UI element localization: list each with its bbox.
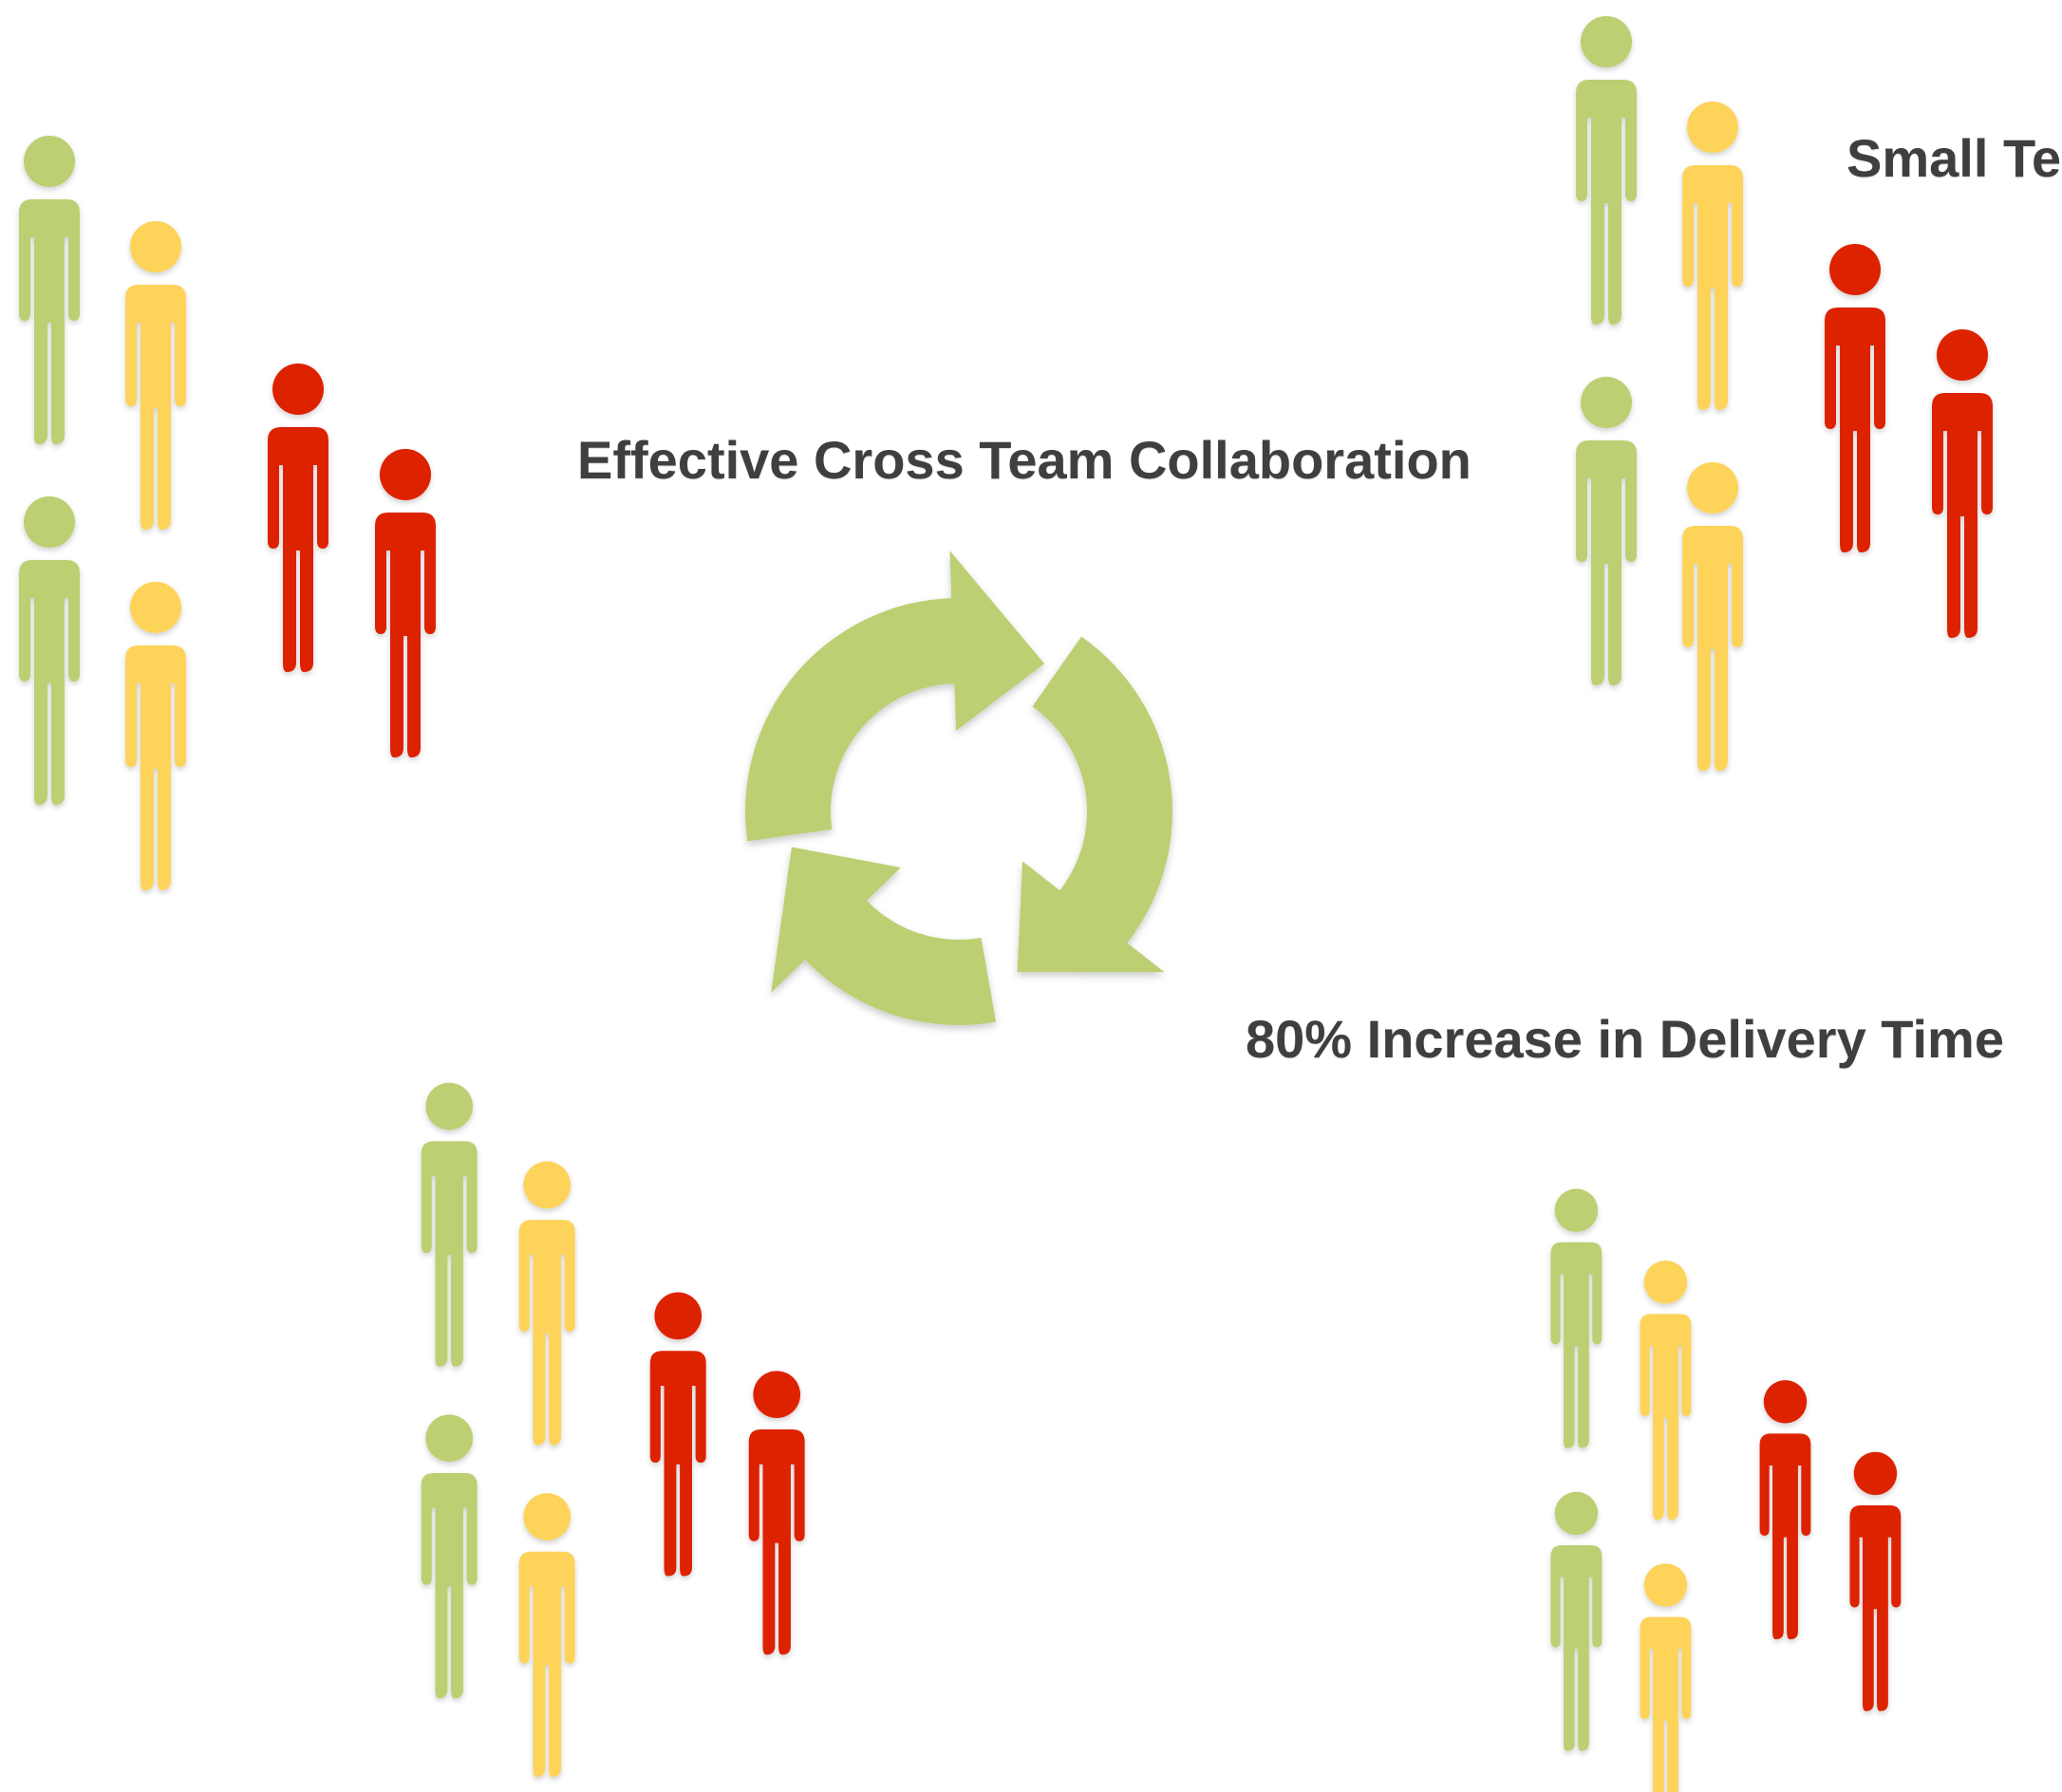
person-body	[375, 513, 436, 757]
person-head	[753, 1371, 801, 1419]
person-icon	[518, 1493, 575, 1778]
person-head	[1581, 16, 1632, 67]
person-body	[518, 1220, 575, 1446]
cycle-arrow-segment	[771, 847, 997, 1026]
person-head	[1643, 1563, 1688, 1607]
team-group-top-left	[19, 136, 436, 890]
person-icon	[1682, 462, 1743, 771]
person-icon	[1932, 329, 1993, 638]
person-body	[125, 285, 186, 530]
person-body	[1682, 526, 1743, 771]
person-icon	[1576, 16, 1637, 325]
person-head	[425, 1082, 474, 1130]
person-body	[268, 427, 328, 672]
person-icon	[421, 1414, 478, 1699]
person-body	[1932, 393, 1993, 638]
person-body	[518, 1551, 575, 1778]
person-head	[272, 364, 324, 415]
person-body	[421, 1473, 478, 1699]
person-icon	[421, 1082, 478, 1367]
person-icon	[1825, 244, 1885, 552]
cycle-arrow-segment	[1017, 636, 1172, 973]
person-icon	[1682, 102, 1743, 410]
person-head	[1581, 377, 1632, 428]
person-head	[1554, 1491, 1599, 1536]
small-teams-label: Small Te	[1846, 128, 2062, 188]
person-body	[1576, 80, 1637, 325]
person-body	[1759, 1433, 1811, 1640]
person-icon	[375, 449, 436, 757]
person-body	[421, 1141, 478, 1367]
person-head	[1937, 329, 1988, 381]
delivery-time-label: 80% Increase in Delivery Time	[1246, 1009, 2004, 1069]
person-head	[654, 1292, 703, 1340]
person-icon	[1576, 377, 1637, 685]
person-body	[1640, 1314, 1692, 1521]
person-icon	[19, 136, 80, 444]
person-head	[1829, 244, 1881, 295]
person-head	[1687, 462, 1738, 513]
person-head	[1687, 102, 1738, 153]
person-body	[125, 645, 186, 890]
person-head	[130, 221, 181, 272]
person-head	[523, 1493, 572, 1540]
person-head	[130, 582, 181, 633]
person-head	[24, 496, 75, 548]
person-head	[1554, 1188, 1599, 1232]
person-head	[523, 1161, 572, 1209]
person-head	[24, 136, 75, 187]
person-body	[19, 199, 80, 444]
person-icon	[19, 496, 80, 805]
person-icon	[1759, 1380, 1811, 1640]
person-icon	[268, 364, 328, 672]
person-head	[1763, 1380, 1808, 1424]
person-head	[1643, 1260, 1688, 1304]
person-icon	[518, 1161, 575, 1446]
person-head	[1853, 1451, 1898, 1496]
team-group-top-right	[1576, 16, 1993, 771]
person-icon	[649, 1292, 706, 1577]
person-icon	[125, 221, 186, 530]
collaboration-label: Effective Cross Team Collaboration	[577, 430, 1472, 490]
person-head	[380, 449, 431, 500]
person-body	[1682, 165, 1743, 410]
person-body	[649, 1351, 706, 1577]
person-body	[19, 560, 80, 805]
person-head	[425, 1414, 474, 1463]
cycle-arrow-segment	[745, 551, 1044, 842]
person-icon	[125, 582, 186, 890]
person-icon	[1640, 1260, 1692, 1521]
person-body	[1576, 440, 1637, 685]
person-body	[1825, 308, 1885, 552]
